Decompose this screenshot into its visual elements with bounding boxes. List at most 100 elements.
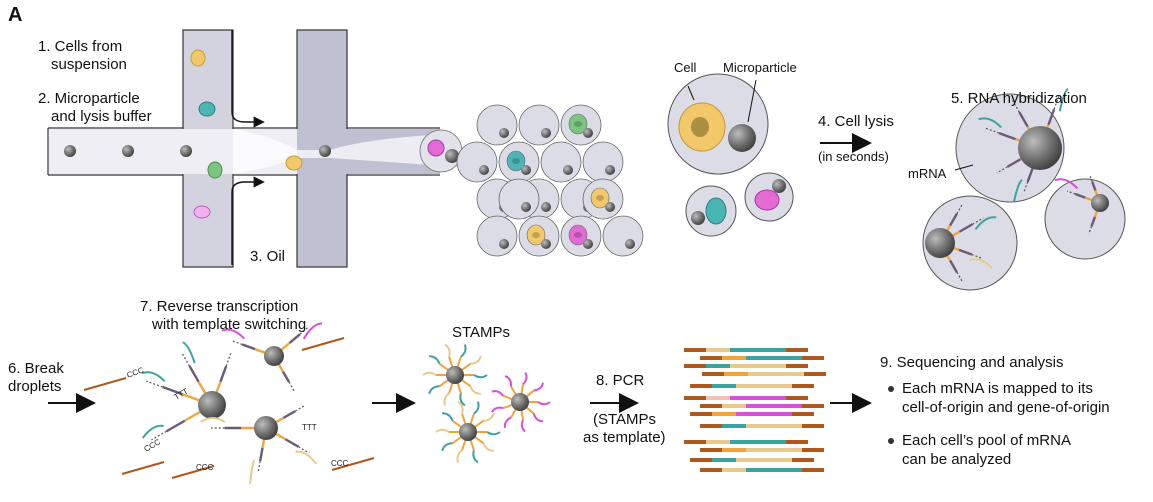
mrna-strand — [1012, 178, 1023, 203]
pcr-product — [690, 412, 814, 416]
barcode-segment — [722, 468, 746, 472]
stamps-label: STAMPs — [452, 324, 511, 341]
droplet — [582, 178, 624, 220]
step-8-label: 8. PCR — [596, 372, 645, 389]
adapter — [786, 396, 808, 400]
barcode-segment — [722, 404, 746, 408]
stamp-cdna — [486, 431, 501, 436]
pcr-product — [700, 356, 824, 360]
sequence-label: CCC — [331, 459, 349, 468]
droplet — [518, 215, 560, 257]
bullet-text: Each cell’s pool of mRNA — [902, 432, 1071, 449]
stamp-bead — [446, 366, 464, 384]
adapter — [690, 384, 712, 388]
stamp-cdna — [459, 392, 466, 407]
bead — [264, 346, 284, 366]
adapter — [700, 356, 722, 360]
cdna-segment — [730, 396, 786, 400]
oligo-barcode — [284, 438, 300, 448]
mrna-strand — [969, 258, 993, 270]
stamp-cdna — [473, 401, 480, 415]
flow-arrows — [48, 133, 872, 413]
droplet — [476, 104, 518, 146]
adapter — [786, 440, 808, 444]
sequence-label: TTT — [173, 387, 190, 402]
step-8-label-cont2: as template) — [583, 429, 666, 446]
adapter — [802, 448, 824, 452]
mrna-strand — [974, 216, 997, 231]
stamp-cdna — [537, 401, 551, 406]
oligo-barcode — [1047, 108, 1056, 126]
cdna-segment — [746, 448, 802, 452]
stamp-cdna — [456, 449, 463, 463]
oligo-barcode — [288, 333, 301, 344]
poly-t — [294, 404, 306, 412]
pcr-product — [684, 364, 808, 368]
cell — [526, 224, 546, 246]
cdna-segment — [748, 372, 804, 376]
stamp-cdna — [522, 371, 528, 385]
poly-t — [985, 127, 1000, 134]
poly-t — [181, 352, 191, 367]
adapter — [802, 424, 824, 428]
step-2-label: 2. Microparticle — [38, 90, 140, 107]
oligo-barcode — [958, 248, 973, 256]
bead — [625, 239, 635, 249]
adapter — [700, 448, 722, 452]
pcr-products — [684, 348, 826, 472]
adapter — [786, 364, 808, 368]
adapter — [700, 468, 722, 472]
oligo-barcode — [1091, 181, 1097, 191]
poly-t — [1088, 226, 1093, 235]
poly-t — [231, 340, 243, 346]
stamp-cdna — [473, 374, 488, 379]
stamp-cdna — [520, 419, 526, 433]
pcr-product — [690, 384, 814, 388]
cdna-segment — [746, 404, 802, 408]
droplet — [540, 141, 582, 183]
cell — [506, 150, 526, 172]
pcr-product — [702, 372, 826, 376]
poly-t — [1023, 181, 1029, 194]
template-switch-oligo — [121, 461, 165, 475]
stamp-bead — [511, 393, 529, 411]
poly-t — [151, 430, 167, 441]
stamp-cdna — [483, 412, 495, 422]
mrna-strand — [200, 417, 226, 423]
stamp-cdna — [460, 344, 467, 358]
mrna-strand — [141, 371, 166, 383]
bead — [521, 165, 531, 175]
oligo-barcode — [219, 365, 228, 383]
step-4-label-cont: (in seconds) — [818, 149, 889, 164]
oligo-barcode — [998, 131, 1016, 141]
stamp-cdna — [470, 355, 482, 365]
mrna-strand — [221, 328, 246, 340]
bead — [1091, 194, 1109, 212]
poly-t — [956, 203, 964, 215]
mrna-strand — [1058, 87, 1069, 112]
barcode-segment — [706, 440, 730, 444]
droplet — [602, 215, 644, 257]
nucleus — [596, 195, 604, 201]
bead — [541, 128, 551, 138]
step-6-label-cont: droplets — [8, 378, 62, 395]
poly-t — [288, 381, 295, 391]
stamp-cdna — [490, 406, 504, 413]
barcode-segment — [722, 448, 746, 452]
step-1-label: 1. Cells from — [38, 38, 123, 55]
zoom-droplets — [667, 73, 794, 237]
step-4-label: 4. Cell lysis — [818, 113, 894, 130]
stamp-cdna — [469, 385, 481, 395]
pcr-product — [700, 468, 824, 472]
stamp-cdna — [422, 371, 437, 376]
bead — [925, 228, 955, 258]
droplet — [560, 215, 602, 257]
adapter — [792, 412, 814, 416]
poly-t — [299, 326, 309, 335]
cdna-segment — [730, 440, 786, 444]
stamp-cdna — [457, 400, 464, 415]
stamp-cdna — [472, 449, 479, 464]
poly-t — [971, 253, 983, 259]
